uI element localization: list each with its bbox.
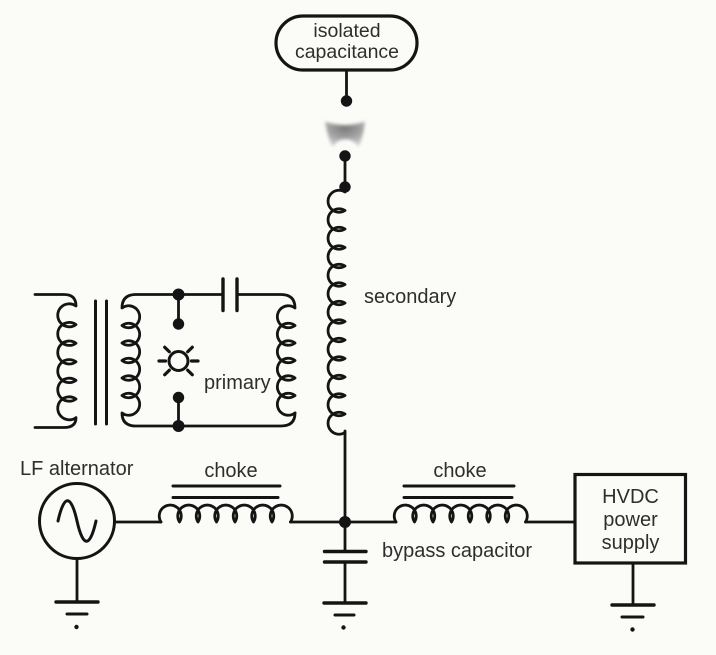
corona-discharge-shape (325, 121, 365, 147)
ground-symbol-alternator (54, 600, 100, 630)
terminal-electrode-dot (340, 95, 353, 107)
isolated-capacitance-terminal: isolated capacitance (274, 14, 419, 107)
hvdc-power-supply: HVDC power supply (573, 472, 688, 632)
hvdc-label-line2: power (603, 509, 658, 531)
choke-left-assembly: choke (157, 460, 294, 524)
bypass-capacitor-label: bypass capacitor (382, 540, 532, 562)
spark-gap-upper-electrode-dot (172, 318, 185, 330)
primary-left-winding-and-bottom-wire (120, 293, 297, 428)
spark-gap-lower-electrode-dot-primary (172, 391, 185, 404)
spark-symbol-rays (157, 345, 200, 377)
bypass-capacitor-branch: bypass capacitor (322, 526, 532, 630)
bus-junction-dot (339, 516, 351, 528)
hvdc-label-line3: supply (602, 532, 660, 554)
isolated-capacitance-label-line1: isolated (313, 20, 380, 42)
choke-right-assembly: choke (392, 460, 529, 524)
secondary-circuit: secondary (326, 150, 456, 524)
rotary-spark-gap (157, 293, 200, 428)
primary-label: primary (204, 372, 271, 394)
hvdc-box (573, 472, 688, 565)
ground-symbol-bypass (322, 601, 368, 630)
choke-right-label: choke (433, 460, 486, 482)
sine-wave-icon (56, 499, 98, 543)
transformer-left-winding (33, 293, 78, 429)
choke-left-coil (157, 503, 294, 524)
spark-symbol-circle (167, 350, 190, 372)
choke-right-coil (392, 503, 529, 524)
primary-right-winding (235, 293, 297, 417)
primary-tank-circuit: primary (120, 277, 297, 432)
supply-transformer (33, 293, 108, 429)
choke-left-label: choke (204, 460, 257, 482)
supply-bus: choke choke (113, 460, 577, 528)
breakout-corona (325, 121, 365, 147)
ground-symbol-hvdc (610, 603, 656, 632)
hvdc-label-line1: HVDC (602, 486, 659, 508)
isolated-capacitance-label-line2: capacitance (295, 41, 399, 63)
lf-alternator-label: LF alternator (20, 458, 134, 480)
secondary-coil (326, 188, 347, 436)
secondary-label: secondary (364, 286, 456, 308)
